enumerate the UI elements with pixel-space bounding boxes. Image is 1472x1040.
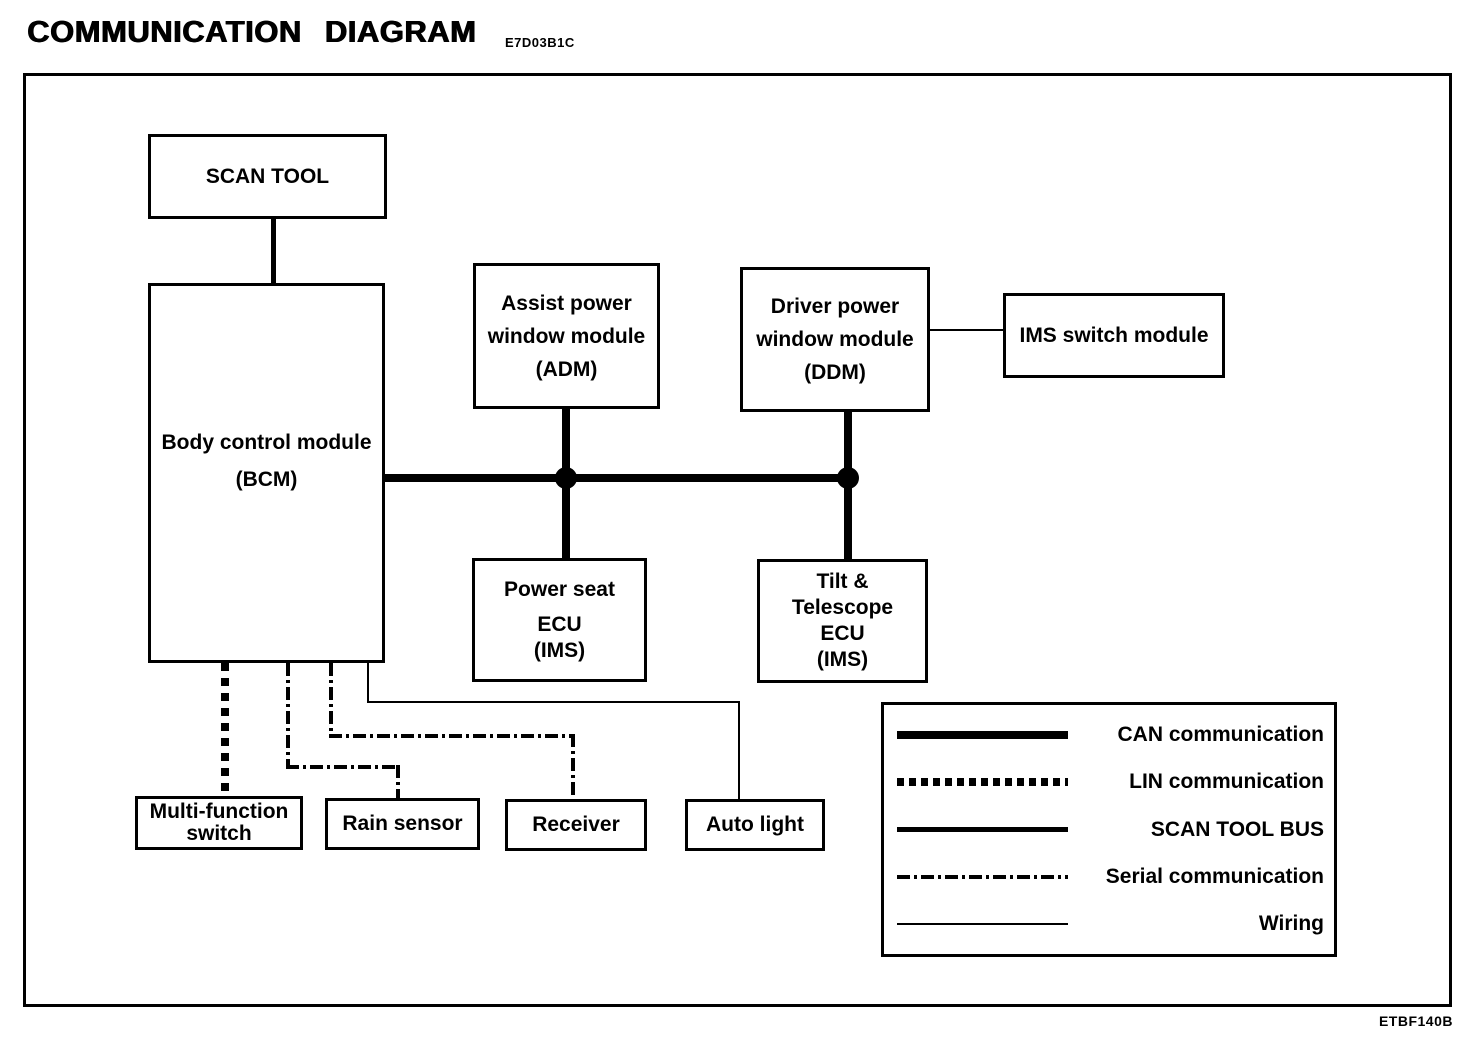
ims-switch-label: IMS switch module bbox=[1019, 323, 1209, 347]
power-seat-label-line2: ECU bbox=[537, 612, 582, 636]
rain-sensor-label: Rain sensor bbox=[342, 812, 463, 835]
bcm-label-line1: Body control module bbox=[161, 431, 372, 454]
can-junction-dot bbox=[837, 467, 859, 489]
wiring-line-auto-light-drop bbox=[738, 701, 740, 799]
driver-power-window-module-box: Driver power window module (DDM) bbox=[740, 267, 930, 412]
wiring-line-auto-light-horizontal bbox=[367, 701, 740, 703]
legend-box: CAN communication LIN communication SCAN… bbox=[881, 702, 1337, 957]
can-junction-dot bbox=[555, 467, 577, 489]
wiring-line-sample bbox=[897, 923, 1068, 926]
legend-row-can: CAN communication bbox=[897, 711, 1324, 758]
power-seat-label-line3: (IMS) bbox=[533, 638, 586, 662]
serial-line-rain-sensor-drop bbox=[396, 765, 400, 798]
bcm-label-line2: (BCM) bbox=[235, 468, 298, 491]
figure-code: ETBF140B bbox=[1378, 1013, 1453, 1029]
scan-tool-label: SCAN TOOL bbox=[205, 164, 330, 188]
tilt-label-line1: Tilt & bbox=[816, 570, 869, 593]
wiring-line-ddm-ims bbox=[928, 329, 1005, 331]
serial-line-receiver-horizontal bbox=[329, 734, 575, 738]
auto-light-label: Auto light bbox=[706, 813, 804, 836]
adm-label-line2: window module bbox=[487, 324, 646, 348]
legend-label-serial: Serial communication bbox=[1105, 864, 1324, 888]
auto-light-box: Auto light bbox=[685, 799, 825, 851]
serial-line-rain-sensor-vertical bbox=[286, 663, 290, 768]
legend-label-lin: LIN communication bbox=[1129, 770, 1324, 794]
adm-label-line3: (ADM) bbox=[535, 357, 598, 381]
serial-line-rain-sensor-horizontal bbox=[286, 765, 400, 769]
can-line-sample bbox=[897, 730, 1068, 739]
legend-row-wiring: Wiring bbox=[897, 901, 1324, 948]
multi-function-switch-box: Multi-function switch bbox=[135, 796, 303, 850]
rain-sensor-box: Rain sensor bbox=[325, 798, 480, 850]
receiver-box: Receiver bbox=[505, 799, 647, 851]
legend-label-scan-tool-bus: SCAN TOOL BUS bbox=[1150, 817, 1324, 841]
lin-line-sample bbox=[897, 778, 1068, 787]
scan-tool-bus-line-sample bbox=[897, 827, 1068, 833]
title-code: E7D03B1C bbox=[505, 35, 575, 50]
power-seat-ecu-box: Power seat ECU (IMS) bbox=[472, 558, 647, 682]
assist-power-window-module-box: Assist power window module (ADM) bbox=[473, 263, 660, 409]
legend-label-wiring: Wiring bbox=[1258, 912, 1324, 936]
legend-row-serial: Serial communication bbox=[897, 853, 1324, 900]
scan-tool-bus-line bbox=[271, 219, 276, 285]
serial-line-sample bbox=[897, 874, 1068, 879]
multi-function-label-line2: switch bbox=[186, 822, 252, 845]
serial-line-receiver-vertical bbox=[329, 663, 333, 737]
tilt-label-line2: Telescope bbox=[791, 596, 894, 619]
legend-label-can: CAN communication bbox=[1117, 722, 1324, 746]
ims-switch-module-box: IMS switch module bbox=[1003, 293, 1225, 378]
multi-function-label-line1: Multi-function bbox=[149, 800, 289, 823]
serial-line-receiver-drop bbox=[571, 734, 575, 799]
power-seat-label-line1: Power seat bbox=[504, 577, 615, 601]
tilt-telescope-ecu-box: Tilt & Telescope ECU (IMS) bbox=[757, 559, 928, 683]
ddm-label-line3: (DDM) bbox=[804, 361, 866, 384]
adm-label-line1: Assist power bbox=[501, 291, 632, 315]
lin-line-multi-function bbox=[221, 663, 229, 796]
wiring-line-auto-light-vertical bbox=[367, 663, 369, 703]
legend-row-lin: LIN communication bbox=[897, 758, 1324, 805]
can-bus-horizontal-line bbox=[383, 474, 852, 482]
body-control-module-box: Body control module (BCM) bbox=[148, 283, 385, 663]
scan-tool-box: SCAN TOOL bbox=[148, 134, 387, 219]
receiver-label: Receiver bbox=[532, 813, 620, 836]
ddm-label-line2: window module bbox=[756, 328, 914, 351]
legend-row-scan-tool-bus: SCAN TOOL BUS bbox=[897, 806, 1324, 853]
page-title: COMMUNICATION DIAGRAM bbox=[27, 14, 477, 49]
ddm-label-line1: Driver power bbox=[770, 295, 900, 318]
tilt-label-line3: ECU bbox=[820, 622, 865, 645]
tilt-label-line4: (IMS) bbox=[816, 648, 869, 671]
